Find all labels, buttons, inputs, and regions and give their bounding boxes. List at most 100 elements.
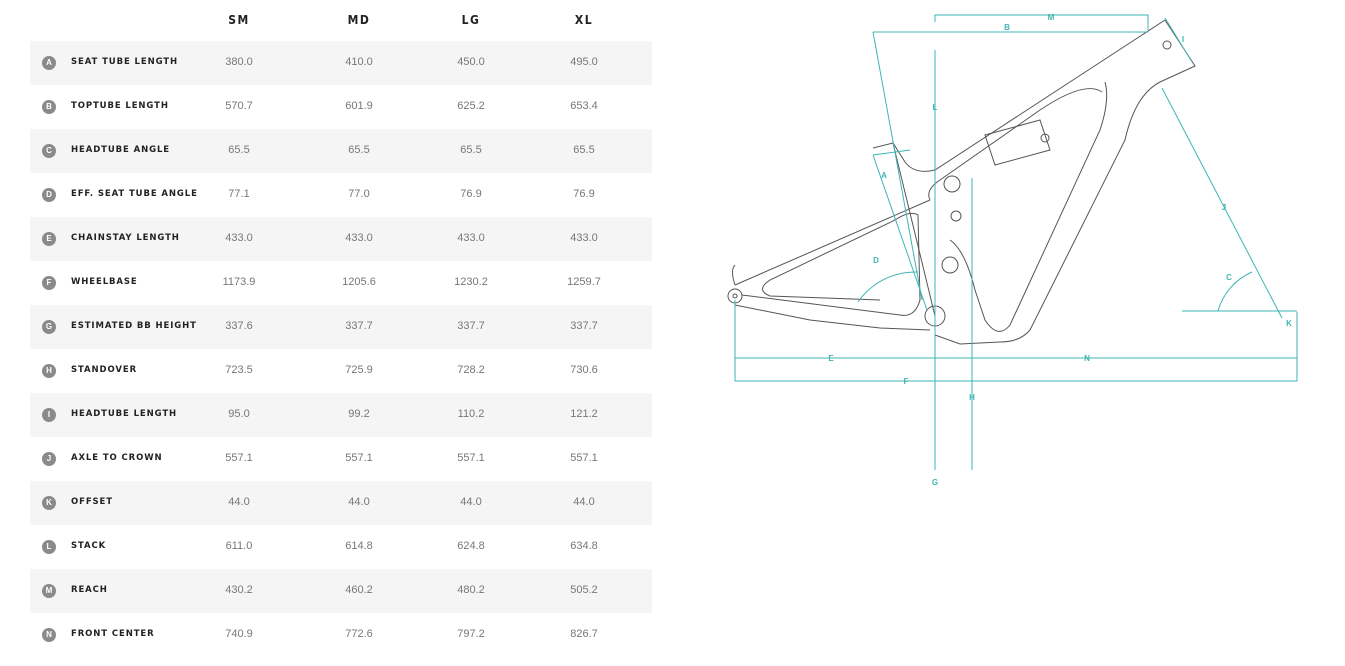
dimension-value-sm: 44.0 [228,496,250,508]
dimension-value-lg: 797.2 [457,628,485,640]
dimension-badge: E [42,232,56,246]
dimension-label: REACH [71,585,108,595]
dimension-value-sm: 611.0 [225,540,253,552]
label-f: F [904,377,909,386]
dimension-label: FRONT CENTER [71,629,155,639]
dimension-value-lg: 433.0 [457,232,485,244]
dimension-value-xl: 337.7 [570,320,598,332]
dimension-badge: J [42,452,56,466]
label-k: K [1286,319,1292,328]
dimension-label: AXLE TO CROWN [71,453,163,463]
dimension-value-lg: 110.2 [457,408,485,420]
dimension-value-md: 1205.6 [342,276,376,288]
dimension-value-lg: 450.0 [457,56,485,68]
dimension-value-md: 772.6 [345,628,373,640]
dimension-badge: M [42,584,56,598]
dimension-value-md: 725.9 [345,364,373,376]
dimension-value-md: 99.2 [348,408,370,420]
dimension-value-xl: 634.8 [570,540,598,552]
dimension-value-lg: 76.9 [460,188,482,200]
dimension-value-lg: 557.1 [457,452,485,464]
dimension-value-sm: 77.1 [228,188,250,200]
dimension-badge: A [42,56,56,70]
dimension-value-sm: 570.7 [225,100,253,112]
table-row: F WHEELBASE 1173.9 1205.6 1230.2 1259.7 [30,261,652,305]
dimension-value-xl: 44.0 [573,496,595,508]
dimension-value-lg: 337.7 [457,320,485,332]
dimension-value-lg: 65.5 [460,144,482,156]
dimension-value-md: 44.0 [348,496,370,508]
dimension-value-lg: 728.2 [457,364,485,376]
dimension-label: ESTIMATED BB HEIGHT [71,321,197,331]
dimension-value-xl: 121.2 [570,408,598,420]
dimension-label: EFF. SEAT TUBE ANGLE [71,189,198,199]
dimension-value-xl: 557.1 [570,452,598,464]
dimension-value-md: 337.7 [345,320,373,332]
dimension-value-sm: 557.1 [225,452,253,464]
dimension-label: TOPTUBE LENGTH [71,101,169,111]
dimension-badge: K [42,496,56,510]
table-row: G ESTIMATED BB HEIGHT 337.6 337.7 337.7 337.7 [30,305,652,349]
size-header-xl: XL [574,13,594,27]
label-l: L [933,103,938,112]
dimension-value-xl: 433.0 [570,232,598,244]
dimension-lines [734,14,1298,470]
dimension-value-sm: 1173.9 [222,276,256,288]
dimension-value-xl: 653.4 [570,100,598,112]
dimension-value-sm: 65.5 [228,144,250,156]
dimension-value-xl: 505.2 [570,584,598,596]
dimension-value-sm: 337.6 [225,320,253,332]
label-a: A [881,171,887,180]
dimension-badge: N [42,628,56,642]
dimension-labels: A B C D E F G H I J K L M N [828,13,1292,487]
dimension-badge: G [42,320,56,334]
dimension-value-lg: 625.2 [457,100,485,112]
dimension-badge: L [42,540,56,554]
dimension-badge: I [42,408,56,422]
dimension-value-lg: 480.2 [457,584,485,596]
dimension-value-md: 460.2 [345,584,373,596]
table-header: SM MD LG XL [30,0,652,41]
table-row: J AXLE TO CROWN 557.1 557.1 557.1 557.1 [30,437,652,481]
dimension-value-lg: 1230.2 [454,276,488,288]
dimension-value-sm: 723.5 [225,364,253,376]
dimension-badge: B [42,100,56,114]
dimension-value-md: 410.0 [345,56,373,68]
dimension-value-md: 77.0 [348,188,370,200]
size-header-sm: SM [228,13,250,27]
dimension-label: CHAINSTAY LENGTH [71,233,180,243]
dimension-badge: H [42,364,56,378]
dimension-value-md: 601.9 [345,100,373,112]
frame-geometry-diagram: A B C D E F G H I J K L M N [727,13,1298,487]
label-c: C [1226,273,1232,282]
dimension-value-sm: 380.0 [225,56,253,68]
dimension-value-sm: 95.0 [228,408,250,420]
dimension-value-sm: 433.0 [225,232,253,244]
dimension-value-xl: 65.5 [573,144,595,156]
table-row: M REACH 430.2 460.2 480.2 505.2 [30,569,652,613]
dimension-label: HEADTUBE ANGLE [71,145,170,155]
label-e: E [828,354,834,363]
label-i: I [1182,35,1184,44]
dimension-value-lg: 624.8 [457,540,485,552]
label-j: J [1222,203,1226,212]
dimension-value-sm: 430.2 [225,584,253,596]
dimension-value-xl: 495.0 [570,56,598,68]
dimension-label: WHEELBASE [71,277,138,287]
dimension-value-xl: 1259.7 [567,276,601,288]
dimension-label: STANDOVER [71,365,138,375]
label-m: M [1048,13,1055,22]
dimension-value-md: 557.1 [345,452,373,464]
dimension-label: OFFSET [71,497,113,507]
dimension-badge: F [42,276,56,290]
